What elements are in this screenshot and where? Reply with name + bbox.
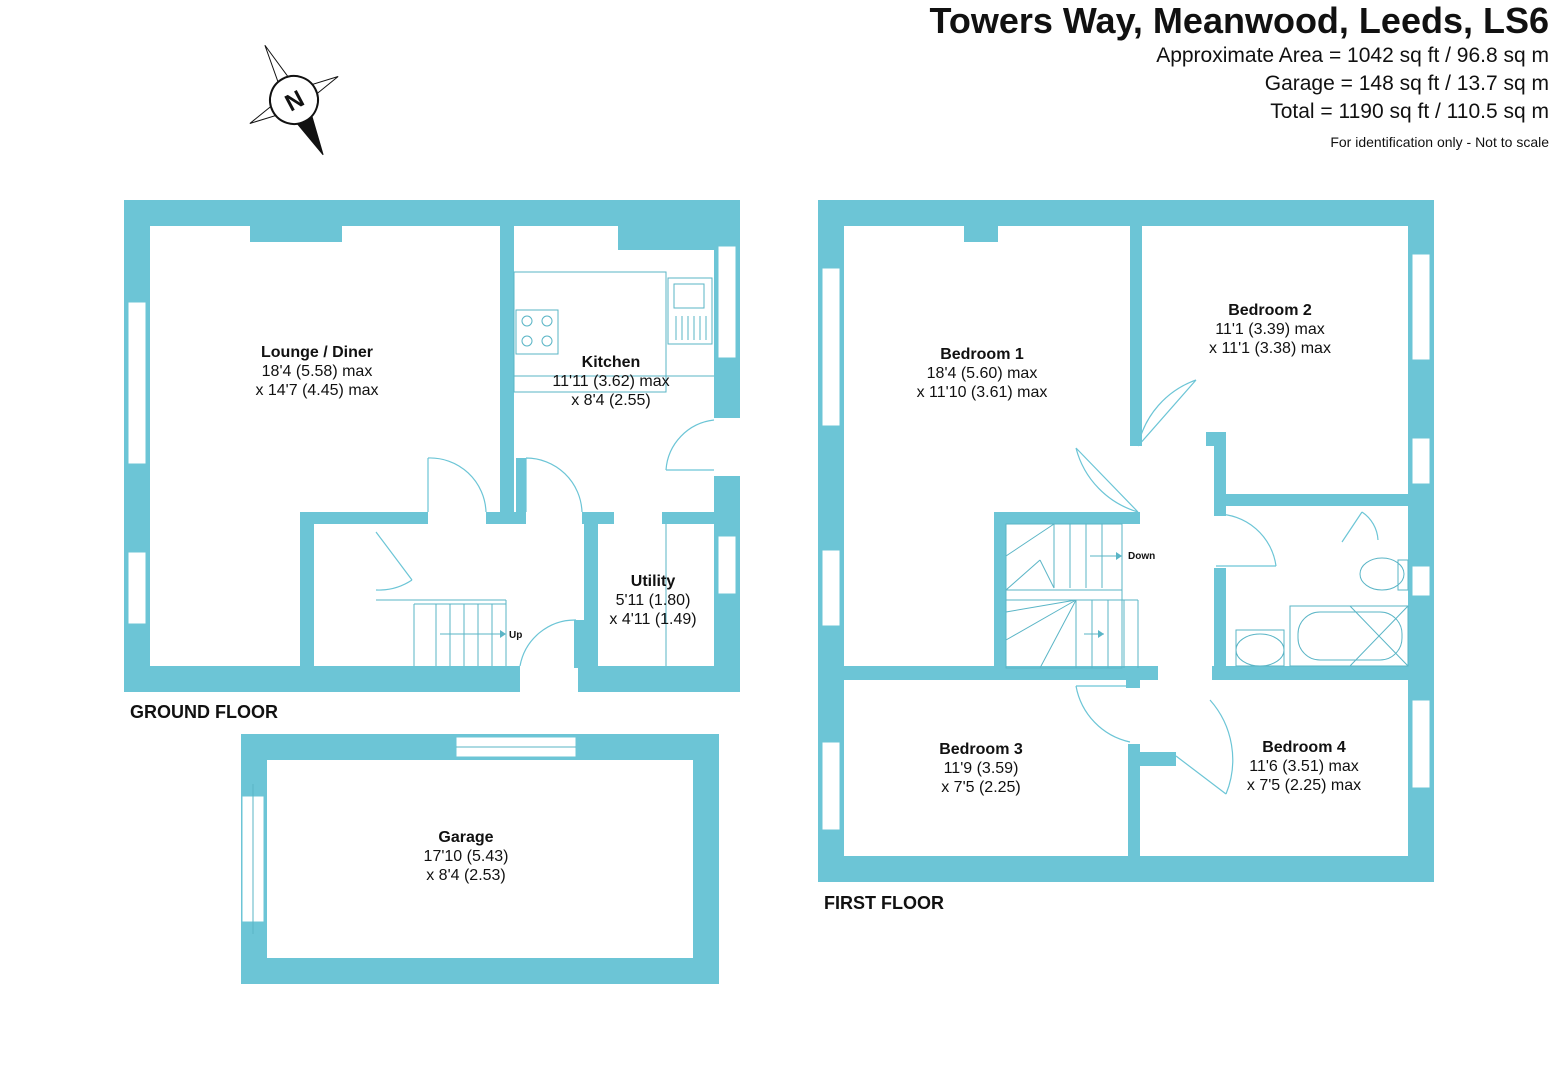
- window: [717, 535, 737, 595]
- ground-floor: Up Lounge / Diner 18'4 (5.58) max x 14'7…: [124, 200, 740, 722]
- room-dim-garage-2: x 8'4 (2.53): [426, 867, 506, 884]
- window: [821, 741, 841, 831]
- room-name-kitchen: Kitchen: [582, 354, 641, 371]
- wall: [300, 512, 428, 524]
- wall: [124, 200, 740, 226]
- wall: [844, 666, 1158, 680]
- wall: [1128, 752, 1176, 766]
- door-gap: [714, 418, 740, 476]
- floor-label-ground: GROUND FLOOR: [130, 702, 278, 722]
- first-floor: Down Bedroom 1 18'4 (5.60) max x 11'10 (…: [818, 200, 1434, 913]
- window: [127, 551, 147, 625]
- stairs: [1005, 523, 1139, 669]
- window: [821, 267, 841, 427]
- room-dim-garage-1: 17'10 (5.43): [424, 848, 509, 865]
- room-name-lounge: Lounge / Diner: [261, 344, 373, 361]
- hob-icon: [515, 309, 559, 355]
- floor-label-first: FIRST FLOOR: [824, 893, 944, 913]
- room-dim-bedroom4-2: x 7'5 (2.25) max: [1247, 777, 1361, 794]
- kitchen-counter: [513, 271, 667, 393]
- room-dim-bedroom2-1: 11'1 (3.39) max: [1215, 321, 1324, 338]
- garage: Garage 17'10 (5.43) x 8'4 (2.53): [241, 734, 719, 984]
- door: [519, 619, 577, 667]
- wall: [693, 734, 719, 984]
- wall: [1130, 226, 1142, 446]
- room-dim-bedroom4-1: 11'6 (3.51) max: [1249, 758, 1358, 775]
- wall: [250, 226, 342, 242]
- room-name-bedroom2: Bedroom 2: [1228, 302, 1312, 319]
- room-dim-kitchen-2: x 8'4 (2.55): [571, 392, 651, 409]
- room-dim-lounge-1: 18'4 (5.58) max: [262, 363, 373, 380]
- room-dim-bedroom1-1: 18'4 (5.60) max: [927, 365, 1038, 382]
- door: [375, 531, 413, 591]
- wall: [1212, 666, 1408, 680]
- wall: [818, 856, 1434, 882]
- door: [525, 457, 583, 513]
- compass-icon: N: [249, 44, 339, 156]
- door: [1215, 513, 1277, 567]
- door: [1137, 379, 1197, 447]
- wall: [618, 226, 714, 250]
- wall: [994, 512, 1006, 668]
- room-dim-bedroom3-2: x 7'5 (2.25): [941, 779, 1021, 796]
- wall: [241, 958, 719, 984]
- room-dim-bedroom2-2: x 11'1 (3.38) max: [1209, 340, 1331, 357]
- room-name-bedroom4: Bedroom 4: [1262, 739, 1346, 756]
- wall: [994, 512, 1140, 524]
- sink-icon: [667, 277, 713, 345]
- room-name-bedroom1: Bedroom 1: [940, 346, 1024, 363]
- property-title: Towers Way, Meanwood, Leeds, LS6: [929, 0, 1549, 41]
- bath-icon: [1289, 605, 1409, 667]
- stairs: [376, 599, 507, 666]
- room-name-garage: Garage: [438, 829, 493, 846]
- header: Towers Way, Meanwood, Leeds, LS6 Approxi…: [930, 0, 1549, 152]
- approximate-area: Approximate Area = 1042 sq ft / 96.8 sq …: [1156, 44, 1549, 67]
- wall: [1214, 494, 1408, 506]
- stairs-down-label: Down: [1128, 551, 1155, 562]
- wall: [964, 226, 998, 242]
- window: [821, 549, 841, 627]
- room-name-utility: Utility: [631, 573, 676, 590]
- wall: [574, 620, 584, 668]
- door: [665, 419, 715, 471]
- room-dim-lounge-2: x 14'7 (4.45) max: [255, 382, 378, 399]
- window: [1411, 699, 1431, 789]
- room-dim-kitchen-1: 11'11 (3.62) max: [552, 373, 669, 390]
- garage-area: Garage = 148 sq ft / 13.7 sq m: [1264, 72, 1549, 95]
- stairs-up-label: Up: [509, 630, 522, 641]
- window: [1411, 437, 1431, 485]
- wall: [1126, 680, 1140, 688]
- wall: [124, 666, 520, 692]
- wall: [300, 512, 314, 668]
- wall: [486, 512, 522, 524]
- door: [1341, 511, 1379, 543]
- toilet-icon: [1359, 557, 1405, 591]
- wall: [500, 226, 514, 516]
- room-dim-bedroom3-1: 11'9 (3.59): [944, 760, 1019, 777]
- wall: [584, 512, 598, 668]
- total-area: Total = 1190 sq ft / 110.5 sq m: [1270, 100, 1549, 123]
- basin-icon: [1235, 633, 1285, 667]
- wall: [818, 200, 1434, 226]
- door: [1075, 447, 1139, 513]
- wall: [578, 666, 740, 692]
- window: [1411, 565, 1431, 597]
- wall: [1128, 744, 1140, 856]
- window: [717, 245, 737, 359]
- door: [1175, 699, 1234, 795]
- window: [1411, 253, 1431, 361]
- room-dim-utility-2: x 4'11 (1.49): [609, 611, 696, 628]
- wall: [662, 512, 714, 524]
- wall: [1214, 568, 1226, 678]
- window: [127, 301, 147, 465]
- room-dim-utility-1: 5'11 (1.80): [616, 592, 691, 609]
- door: [1075, 685, 1131, 743]
- door: [427, 457, 487, 513]
- room-dim-bedroom1-2: x 11'10 (3.61) max: [917, 384, 1048, 401]
- identification-note: For identification only - Not to scale: [1330, 134, 1549, 150]
- wall: [516, 458, 526, 524]
- room-name-bedroom3: Bedroom 3: [939, 741, 1023, 758]
